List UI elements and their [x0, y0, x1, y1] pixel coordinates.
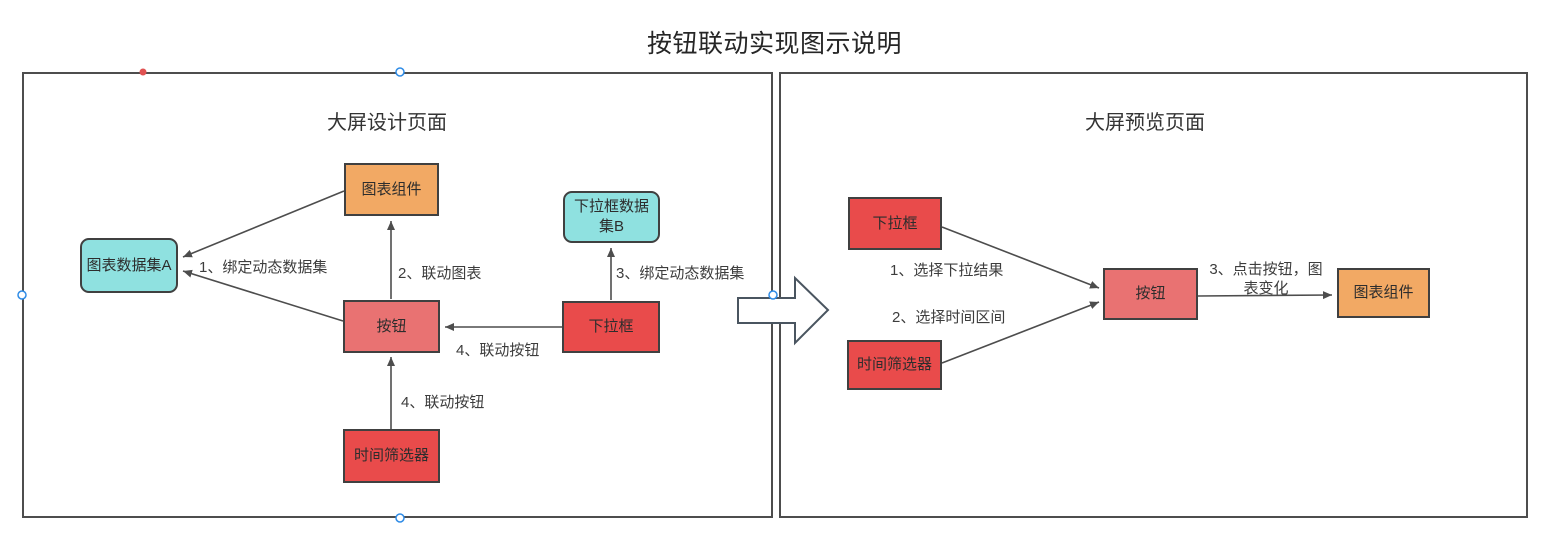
- edge-label-bind-dataset-a: 1、绑定动态数据集: [199, 259, 328, 276]
- node-button-preview[interactable]: 按钮: [1103, 268, 1198, 320]
- node-label: 图表数据集A: [86, 256, 172, 274]
- edge-label-click-button-chart-change: 3、点击按钮，图 表变化: [1209, 261, 1323, 297]
- node-time-filter-preview[interactable]: 时间筛选器: [847, 340, 942, 390]
- edge-label-link-button-from-time-filter: 4、联动按钮: [401, 394, 485, 411]
- node-chart-dataset-a[interactable]: 图表数据集A: [80, 238, 178, 293]
- edge-label-link-button-from-dropdown: 4、联动按钮: [456, 342, 540, 359]
- edge-label-link-chart: 2、联动图表: [398, 265, 482, 282]
- design-page-title: 大屏设计页面: [327, 112, 447, 134]
- node-button-design[interactable]: 按钮: [343, 300, 440, 353]
- edge-label-select-time-range: 2、选择时间区间: [892, 309, 1006, 326]
- node-label: 下拉框: [872, 214, 918, 232]
- diagram-title: 按钮联动实现图示说明: [646, 30, 902, 58]
- node-label: 按钮: [376, 317, 407, 335]
- edge-label-bind-dataset-b: 3、绑定动态数据集: [616, 265, 745, 282]
- node-label: 图表组件: [361, 180, 422, 198]
- node-chart-component-design[interactable]: 图表组件: [344, 163, 439, 216]
- node-label: 时间筛选器: [856, 356, 932, 373]
- node-label: 下拉框数据 集B: [573, 198, 649, 235]
- node-label: 下拉框: [588, 318, 634, 335]
- node-dropdown-preview[interactable]: 下拉框: [848, 197, 942, 250]
- node-time-filter-design[interactable]: 时间筛选器: [343, 429, 440, 483]
- node-label: 按钮: [1135, 285, 1166, 302]
- preview-page-title: 大屏预览页面: [1085, 112, 1205, 134]
- edge-label-select-dropdown-result: 1、选择下拉结果: [890, 262, 1004, 279]
- node-chart-component-preview[interactable]: 图表组件: [1337, 268, 1430, 318]
- node-label: 图表组件: [1353, 284, 1414, 301]
- node-label: 时间筛选器: [353, 447, 429, 464]
- node-dropdown-dataset-b[interactable]: 下拉框数据 集B: [563, 191, 660, 243]
- node-dropdown-design[interactable]: 下拉框: [562, 301, 660, 353]
